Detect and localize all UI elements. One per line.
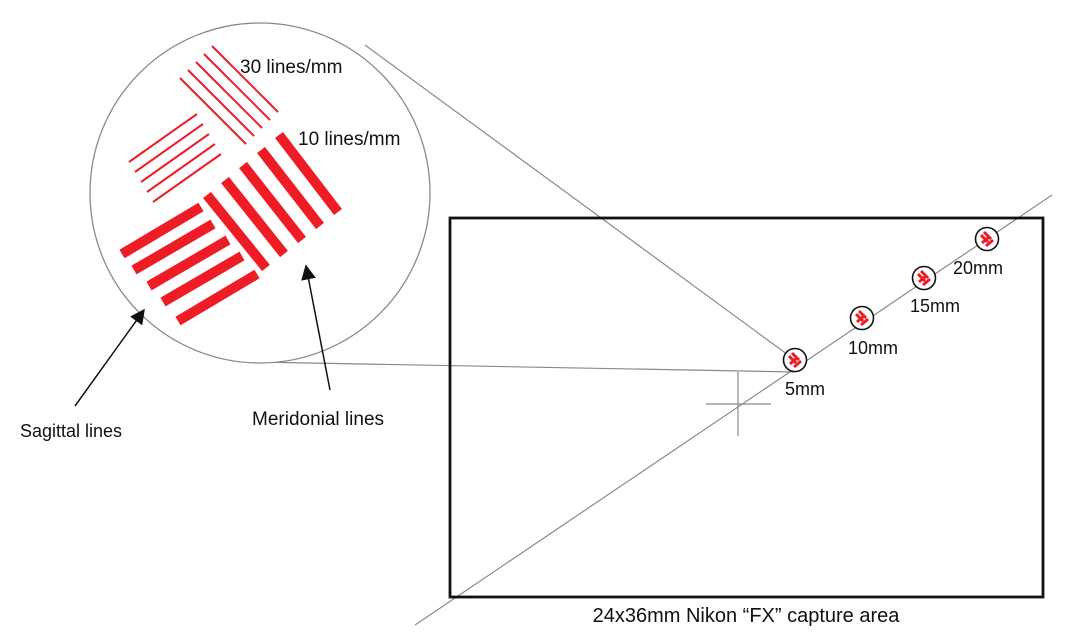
label-meridional-lines: Meridonial lines: [252, 409, 384, 430]
capture-area-frame: [448, 216, 1045, 599]
target-label-5mm: 5mm: [785, 379, 825, 399]
target-5mm: [782, 347, 808, 373]
capture-area-caption: 24x36mm Nikon “FX” capture area: [593, 605, 901, 627]
label-30-lines-per-mm: 30 lines/mm: [240, 57, 342, 78]
pattern-30-lines-meridional: [179, 45, 279, 145]
pattern-10-lines-sagittal: [119, 202, 260, 326]
diagonal-axis-line: [414, 194, 1053, 626]
zoom-line-bottom: [254, 361, 796, 373]
label-sagittal-lines: Sagittal lines: [20, 421, 122, 441]
target-label-15mm: 15mm: [910, 296, 960, 316]
pattern-30-lines-sagittal: [128, 113, 222, 203]
zoom-line-top: [364, 44, 796, 361]
target-20mm: [974, 226, 1000, 252]
sagittal-arrow: [74, 308, 145, 407]
pattern-10-lines-meridional: [203, 131, 342, 272]
target-label-10mm: 10mm: [848, 338, 898, 358]
target-10mm: [849, 305, 875, 331]
meridional-arrow: [301, 264, 331, 391]
label-10-lines-per-mm: 10 lines/mm: [298, 129, 400, 150]
target-15mm: [911, 265, 937, 291]
center-crosshair: [706, 372, 771, 436]
target-label-20mm: 20mm: [953, 258, 1003, 278]
